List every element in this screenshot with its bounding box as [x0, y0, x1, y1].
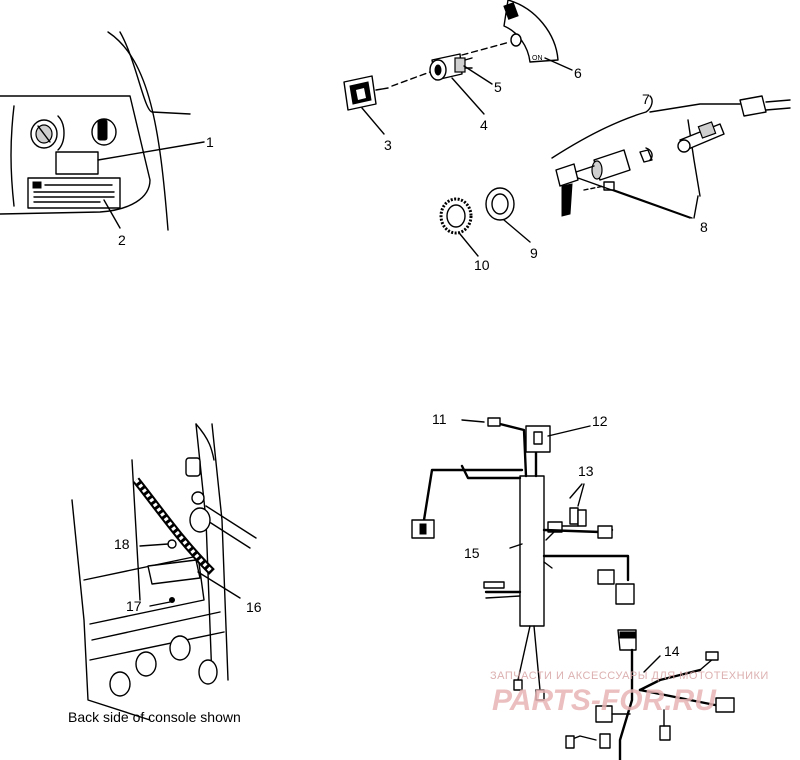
console-panel: 1 2 — [0, 31, 214, 248]
callout-8: 8 — [700, 219, 708, 235]
callout-7: 7 — [642, 91, 650, 107]
harness-trunk — [519, 475, 545, 627]
callout-4: 4 — [480, 117, 488, 133]
ignition-key-icon — [30, 119, 58, 149]
console-caption: Back side of console shown — [68, 709, 241, 725]
callout-9: 9 — [530, 245, 538, 261]
watermark: ЗАПЧАСТИ И АКСЕССУАРЫ ДЛЯ МОТОТЕХНИКИ PA… — [490, 670, 769, 717]
callout-5: 5 — [494, 79, 502, 95]
callout-12: 12 — [592, 413, 608, 429]
wiring-harness-loom — [132, 477, 215, 575]
callout-11: 11 — [432, 411, 447, 427]
callout-2: 2 — [118, 232, 126, 248]
callout-16: 16 — [246, 599, 262, 615]
watermark-brand: PARTS-FOR.RU — [492, 684, 717, 717]
watermark-tagline: ЗАПЧАСТИ И АКСЕССУАРЫ ДЛЯ МОТОТЕХНИКИ — [490, 670, 769, 682]
square-switch-icon — [343, 75, 389, 111]
callout-15: 15 — [464, 545, 480, 561]
nut-icon — [439, 197, 473, 235]
toggle-switch-icon — [91, 118, 117, 146]
callout-18: 18 — [114, 536, 130, 552]
callout-6: 6 — [574, 65, 582, 81]
dial-on-label: ON — [532, 55, 543, 62]
switch-components: ON 6 5 4 3 7 — [343, 0, 791, 273]
callout-13: 13 — [578, 463, 594, 479]
callout-14: 14 — [664, 643, 680, 659]
console-label-plate — [55, 151, 99, 175]
switch-assembly-icon — [555, 95, 791, 217]
key-switch-icon — [429, 53, 473, 81]
callout-10: 10 — [474, 257, 490, 273]
warning-decal — [27, 177, 121, 209]
console-back-view: 18 16 17 Back side of console shown — [68, 423, 262, 725]
callout-1: 1 — [206, 134, 214, 150]
main-wiring-harness: 11 12 13 15 — [411, 411, 735, 760]
washer-icon — [485, 187, 515, 221]
callout-17: 17 — [126, 598, 142, 614]
callout-3: 3 — [384, 137, 392, 153]
switch-dial-plate: ON — [503, 0, 559, 63]
